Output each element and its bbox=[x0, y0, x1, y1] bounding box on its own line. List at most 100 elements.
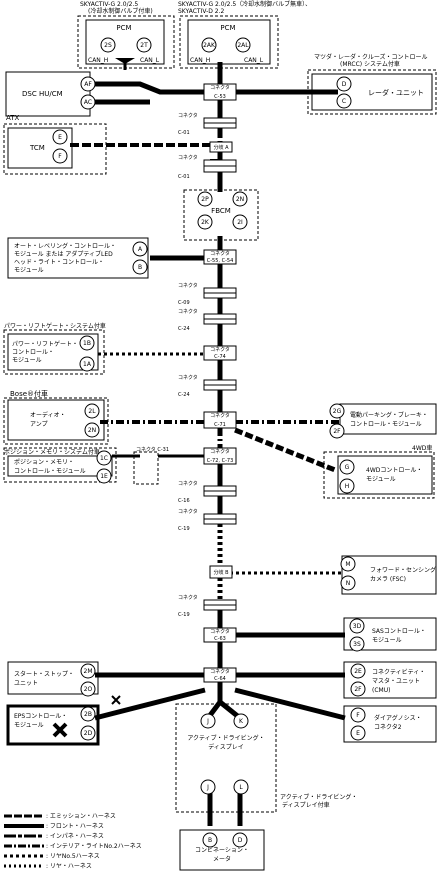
pin-audio-2n-label: 2N bbox=[88, 427, 96, 434]
pin-adisp-l: L bbox=[233, 779, 249, 795]
legend-label-interior: : インテリア・ライトNo.2ハーネス bbox=[46, 843, 142, 850]
pin-fsc-m-circle bbox=[340, 556, 356, 572]
fbcm-label: FBCM bbox=[211, 207, 231, 215]
pin-epb-2g: 2G bbox=[329, 403, 345, 419]
pin-audio-2l-circle bbox=[84, 403, 100, 419]
posmem-note: ポジション・メモリ・システム付車 bbox=[4, 448, 100, 456]
legend: : エミッション・ハーネス : フロント・ハーネス : インパネ・ハーネス : … bbox=[4, 813, 142, 870]
note-pcm2-sub: SKYACTIV-D 2.2 bbox=[178, 8, 225, 15]
adisp-note-2: ディスプレイ付車 bbox=[282, 801, 330, 809]
connector-c63-caption: コネクタ bbox=[210, 628, 230, 635]
pin-combo-d: D bbox=[232, 832, 248, 848]
pin-pcm2-2al-circle bbox=[235, 37, 251, 53]
radar-label: レーダ・ユニット bbox=[368, 88, 424, 97]
connector-c16-id: C-16 bbox=[178, 498, 190, 504]
pin-fsc-n-circle bbox=[340, 575, 356, 591]
x-mark-eps bbox=[52, 722, 68, 738]
epb-line2: コントロール・モジュール bbox=[350, 421, 422, 428]
ss-line2: ユニット bbox=[14, 680, 38, 687]
note-pcm1-sub: (冷却水制御バルブ付車) bbox=[88, 7, 153, 15]
pin-fsc-m-label: M bbox=[345, 561, 350, 568]
plg-line2: コントロール・ bbox=[12, 349, 54, 356]
connector-c16-caption: コネクタ bbox=[178, 480, 198, 487]
pin-sas-3d-circle bbox=[349, 618, 365, 634]
pin-sas-3s-circle bbox=[349, 636, 365, 652]
connector-c09-id: C-09 bbox=[178, 300, 190, 306]
pin-cmu-2f-circle bbox=[350, 681, 366, 697]
pin-dlc-f: F bbox=[350, 707, 366, 723]
audio-line1: オーディオ・ bbox=[30, 411, 66, 419]
pin-fwd-h: H bbox=[339, 478, 355, 494]
pin-pcm1-2s-label: 2S bbox=[104, 42, 112, 49]
connector-c71-caption: コネクタ bbox=[210, 412, 230, 419]
pin-fbcm-2i: 2I bbox=[232, 214, 248, 230]
pin-fwd-h-circle bbox=[339, 478, 355, 494]
splice-a-box bbox=[209, 141, 233, 153]
pin-radar-d-label: D bbox=[342, 81, 347, 88]
pin-plg-1b-circle bbox=[79, 335, 95, 351]
note-mrcc-sub: (MRCC) システム付車 bbox=[340, 60, 400, 68]
pin-pcm1-2s-circle bbox=[100, 37, 116, 53]
connector-c09-caption: コネクタ bbox=[178, 282, 198, 289]
connector-c63-id: C-63 bbox=[214, 636, 226, 642]
pin-fwd-h-label: H bbox=[345, 483, 350, 490]
cmu-line1: コネクティビティ・ bbox=[372, 668, 425, 676]
pin-pcm1-2t-circle bbox=[136, 37, 152, 53]
pin-adisp-k-circle bbox=[233, 713, 249, 729]
adisp-line2: ディスプレイ bbox=[208, 743, 244, 751]
pin-dsc-af-circle bbox=[80, 76, 96, 92]
connector-c01-upper-id: C-01 bbox=[178, 130, 190, 136]
connector-c74-id: C-74 bbox=[214, 354, 226, 360]
posmem-line2: コントロール・モジュール bbox=[14, 468, 86, 475]
pcm2-label: PCM bbox=[220, 24, 235, 32]
legend-label-rear5: : リヤNo.5ハーネス bbox=[46, 853, 100, 860]
sas-line1: SASコントロール・ bbox=[372, 628, 426, 635]
audio-line2: アンプ bbox=[30, 421, 48, 428]
note-pcm1: SKYACTIV-G 2.0/2.5 bbox=[80, 1, 138, 8]
combo-line2: メータ bbox=[213, 855, 231, 863]
eps-line2: モジュール bbox=[14, 722, 44, 729]
pin-dsc-af-label: AF bbox=[84, 81, 92, 88]
pin-fbcm-2n: 2N bbox=[232, 191, 248, 207]
pin-ss-2m-label: 2M bbox=[84, 668, 93, 675]
pin-pcm2-2ak-circle bbox=[201, 37, 217, 53]
pin-plg-1b: 1B bbox=[79, 335, 95, 351]
pin-ss-2m: 2M bbox=[80, 663, 96, 679]
pin-fbcm-2p-circle bbox=[197, 191, 213, 207]
connector-c64-id: C-64 bbox=[214, 676, 226, 682]
pin-combo-b-circle bbox=[202, 832, 218, 848]
connector-c24-lower-caption: コネクタ bbox=[178, 374, 198, 381]
splice-b: 分岐 B bbox=[209, 565, 233, 579]
plg-note: パワー・リフトゲート・システム付車 bbox=[4, 322, 106, 330]
pin-epb-2g-circle bbox=[329, 403, 345, 419]
note-mrcc: マツダ・レーダ・クルーズ・コントロール bbox=[314, 53, 428, 61]
pin-leveling-a: A bbox=[132, 241, 148, 257]
pin-adisp-j-top: J bbox=[200, 713, 216, 729]
pin-radar-d: D bbox=[336, 76, 352, 92]
connector-c19-lower-id: C-19 bbox=[178, 612, 190, 618]
pin-pcm2-2al: 2AL bbox=[235, 37, 251, 53]
pin-eps-2b-circle bbox=[80, 706, 96, 722]
sas-line2: モジュール bbox=[372, 637, 402, 644]
leveling-line2: モジュール または アダプティブLED bbox=[14, 250, 113, 258]
pin-leveling-a-label: A bbox=[138, 246, 143, 253]
pin-pcm1-2t-label: 2T bbox=[140, 42, 148, 49]
pin-posmem-1e-label: 1E bbox=[100, 473, 108, 480]
legend-label-rear: : リヤ・ハーネス bbox=[46, 863, 92, 870]
pin-fbcm-2n-circle bbox=[232, 191, 248, 207]
pin-epb-2f-label: 2F bbox=[333, 428, 341, 435]
pin-dsc-ac-label: AC bbox=[84, 99, 92, 106]
pin-fwd-g-circle bbox=[339, 459, 355, 475]
pin-fbcm-2k: 2K bbox=[197, 214, 213, 230]
pin-pcm2-2ak: 2AK bbox=[201, 37, 217, 53]
pin-adisp-l-circle bbox=[233, 779, 249, 795]
leveling-line3: ヘッド・ライト・コントロール・ bbox=[14, 259, 104, 266]
pin-adisp-j-bottom-label: J bbox=[206, 784, 209, 791]
